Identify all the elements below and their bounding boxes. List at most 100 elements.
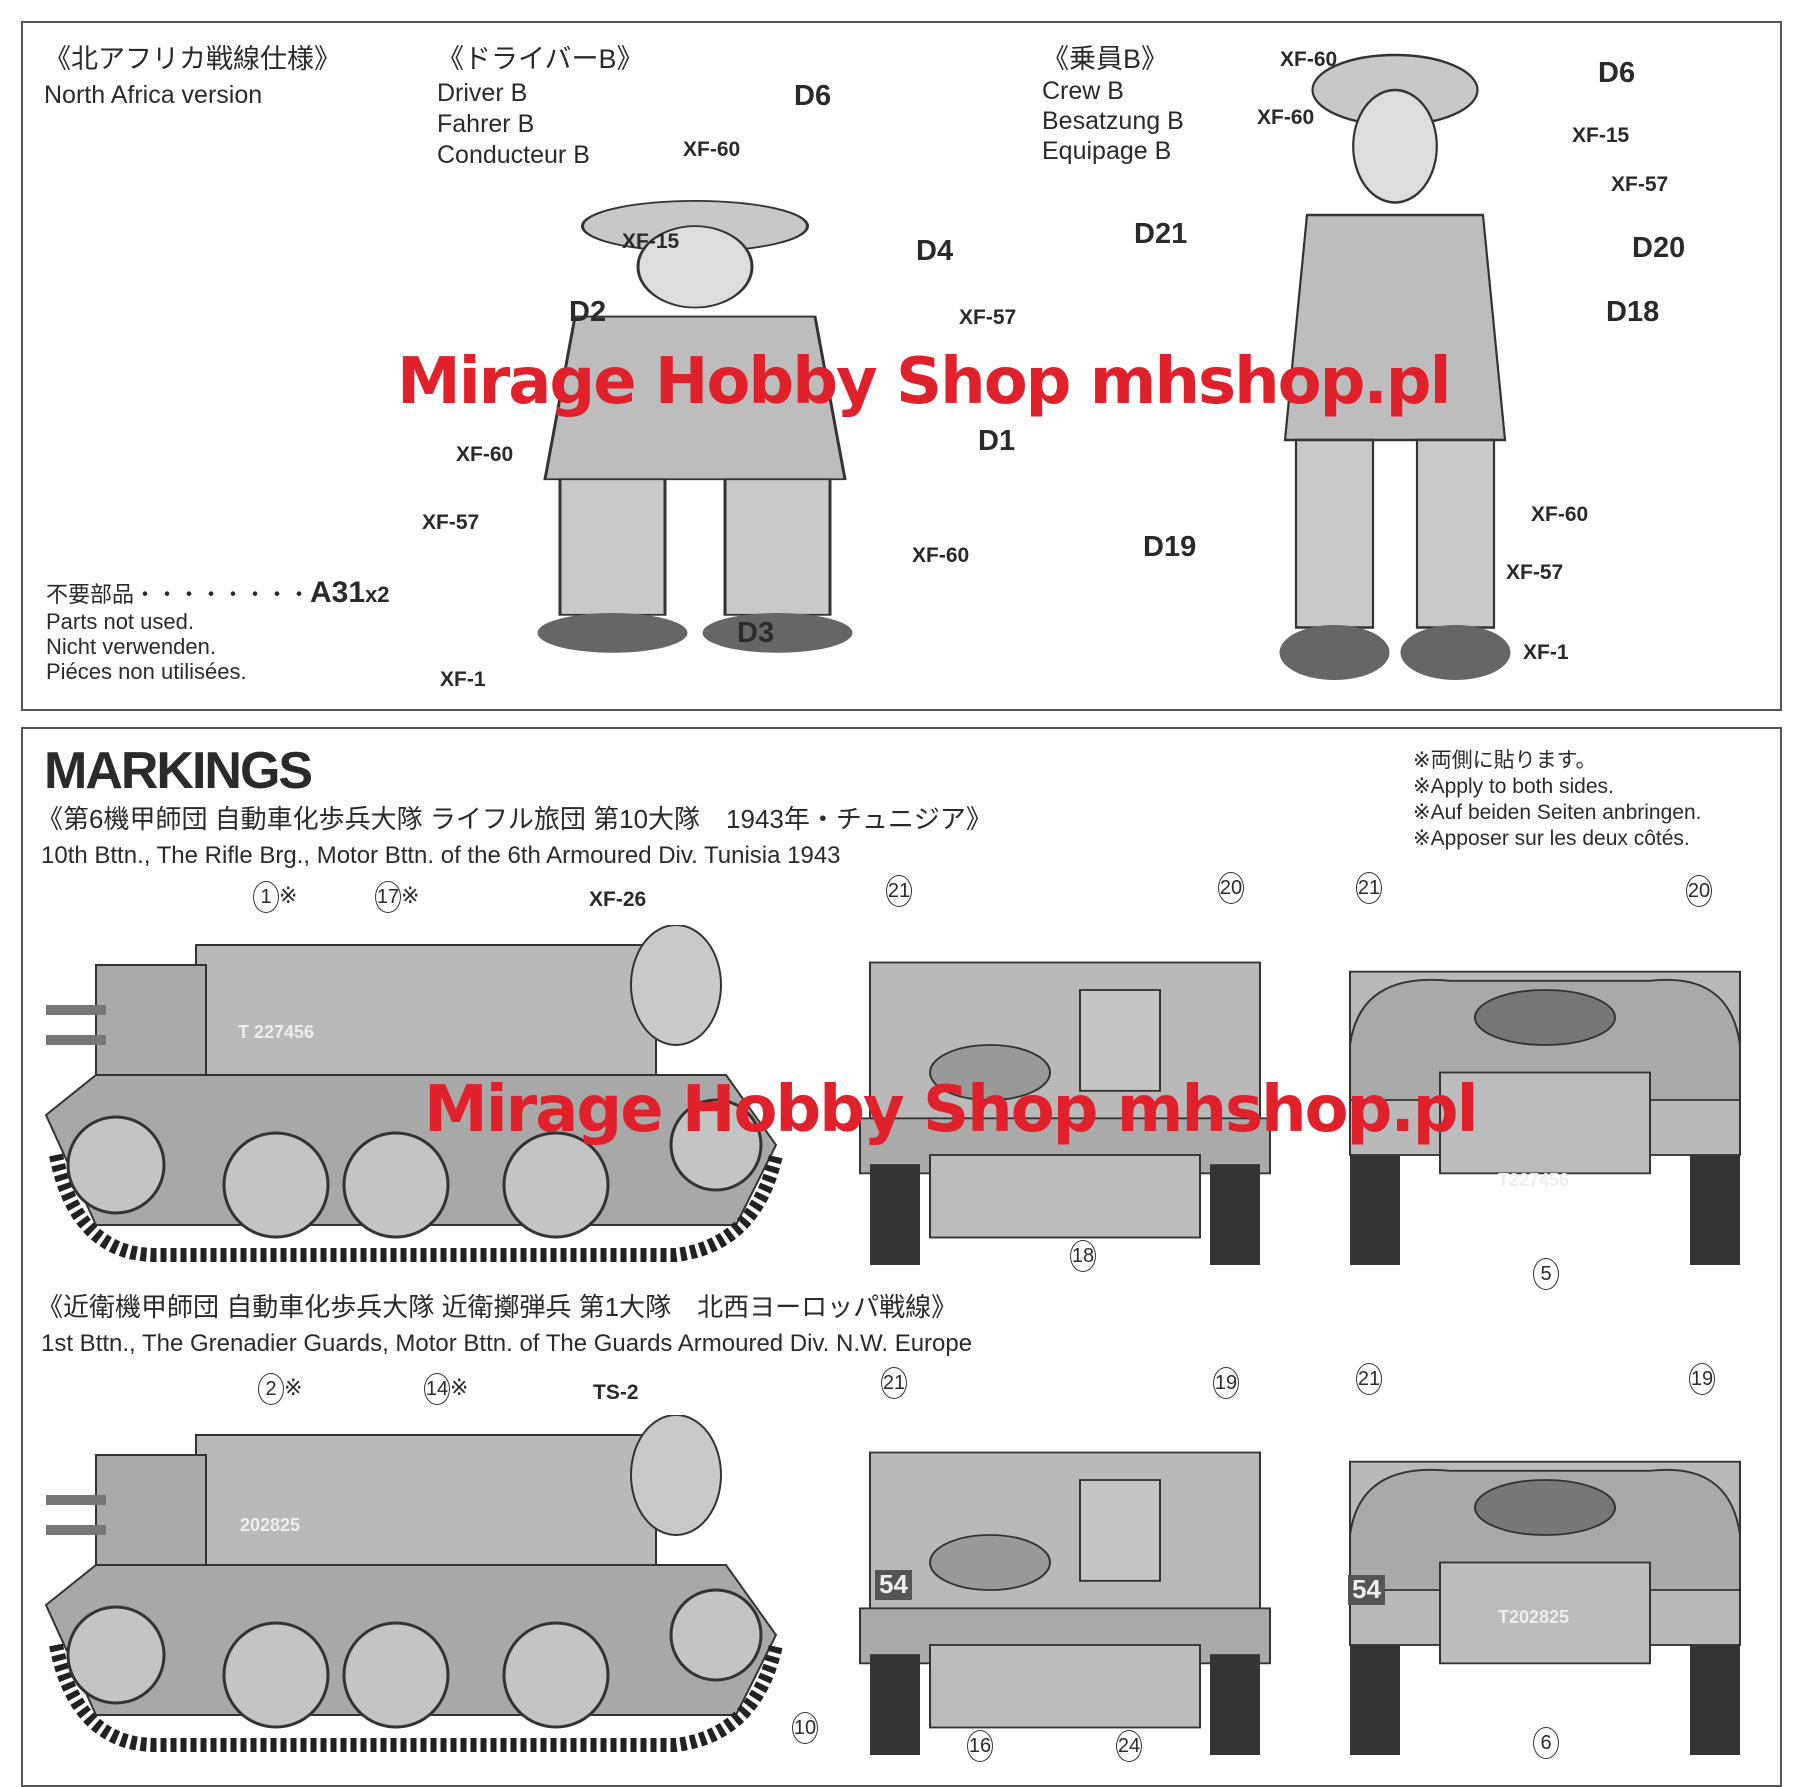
paint-label: XF-57 [1611, 173, 1669, 196]
paint-label: XF-15 [622, 230, 680, 253]
crew-en: Crew B [1042, 77, 1124, 105]
decal-number: 19 [1689, 1363, 1715, 1395]
paint-label: XF-1 [1523, 641, 1569, 664]
decal-callout: 16 [967, 1730, 993, 1762]
version-title-jp: 《北アフリカ戦線仕様》 [44, 44, 341, 74]
part-label: D1 [978, 425, 1016, 457]
note-en: ※Apply to both sides. [1413, 775, 1614, 798]
scheme2-rear-view [1330, 1425, 1760, 1755]
decal-number: 20 [1686, 875, 1712, 907]
decal-callout: 6 [1533, 1727, 1559, 1759]
figures-panel [21, 21, 1782, 711]
decal-number: 14 [424, 1373, 450, 1405]
scheme2-side-view [36, 1415, 796, 1755]
driver-fr: Conducteur B [437, 141, 590, 169]
watermark-top: Mirage Hobby Shop mhshop.pl [397, 345, 1451, 419]
crew-title-jp: 《乗員B》 [1042, 44, 1169, 74]
unused-en: Parts not used. [46, 609, 194, 634]
decal-callout: 20 [1218, 872, 1244, 904]
decal-callout: 24 [1116, 1730, 1142, 1762]
crew-fr: Equipage B [1042, 137, 1172, 165]
paint-label: XF-1 [440, 668, 486, 691]
both-sides-mark: ※ [450, 1375, 469, 1400]
paint-label: XF-57 [959, 306, 1017, 329]
unused-fr: Piéces non utilisées. [46, 659, 247, 684]
decal-callout: 21 [1356, 872, 1382, 904]
decal-number: 24 [1116, 1730, 1142, 1762]
decal-callout: 18 [1070, 1240, 1096, 1272]
scheme1-paint: XF-26 [589, 888, 647, 911]
scheme2-title-jp: 《近衛機甲師団 自動車化歩兵大隊 近衛擲弾兵 第1大隊 北西ヨーロッパ戦線》 [37, 1292, 958, 1322]
part-label: D6 [794, 80, 832, 112]
decal-callout: 17※ [375, 881, 419, 913]
driver-de: Fahrer B [437, 110, 535, 138]
part-label: D18 [1606, 296, 1660, 328]
decal-number: 18 [1070, 1240, 1096, 1272]
paint-label: XF-15 [1572, 124, 1630, 147]
markings-title: MARKINGS [44, 742, 313, 800]
decal-number: 21 [1356, 1363, 1382, 1395]
paint-label: XF-60 [456, 443, 514, 466]
decal-callout: 19 [1213, 1367, 1239, 1399]
driver-title-jp: 《ドライバーB》 [437, 44, 644, 74]
decal-number: 2 [258, 1373, 284, 1405]
scheme1-title-jp: 《第6機甲師団 自動車化歩兵大隊 ライフル旅団 第10大隊 1943年・チュニジ… [37, 804, 992, 834]
paint-label: XF-57 [422, 511, 480, 534]
decal-callout: 21 [881, 1367, 907, 1399]
both-sides-mark: ※ [401, 883, 420, 908]
watermark-bottom: Mirage Hobby Shop mhshop.pl [424, 1073, 1478, 1147]
part-label: D6 [1598, 57, 1636, 89]
unused-parts: 不要部品・・・・・・・・A31x2 [46, 576, 390, 611]
decal-callout: 5 [1533, 1258, 1559, 1290]
scheme1-serial: T 227456 [238, 1022, 315, 1042]
decal-number: 17 [375, 881, 401, 913]
both-sides-mark: ※ [284, 1375, 303, 1400]
note-de: ※Auf beiden Seiten anbringen. [1413, 801, 1702, 824]
part-label: D4 [916, 235, 954, 267]
decal-number: 5 [1533, 1258, 1559, 1290]
note-fr: ※Apposer sur les deux côtés. [1413, 827, 1690, 850]
version-title-en: North Africa version [44, 81, 263, 109]
scheme2-serial: 202825 [240, 1515, 301, 1535]
decal-callout: 2※ [258, 1373, 302, 1405]
paint-label: XF-60 [683, 138, 741, 161]
decal-number: 19 [1213, 1367, 1239, 1399]
decal-callout: 19 [1689, 1363, 1715, 1395]
decal-number: 1 [253, 881, 279, 913]
decal-number: 16 [967, 1730, 993, 1762]
driver-en: Driver B [437, 79, 528, 107]
scheme2-rear-serial: T202825 [1498, 1607, 1570, 1627]
paint-label: XF-57 [1506, 561, 1564, 584]
unused-part: A31 [310, 576, 366, 609]
note-jp: ※両側に貼ります。 [1413, 749, 1597, 772]
paint-label: XF-60 [1257, 106, 1315, 129]
unused-jp: 不要部品・・・・・・・・ [46, 582, 311, 607]
decal-number: 21 [1356, 872, 1382, 904]
apply-notes: ※両側に貼ります。 ※Apply to both sides. ※Auf bei… [1413, 748, 1701, 852]
crew-de: Besatzung B [1042, 107, 1184, 135]
paint-label: XF-60 [1280, 48, 1338, 71]
decal-callout: 1※ [253, 881, 297, 913]
scheme2-paint: TS-2 [593, 1381, 639, 1404]
both-sides-mark: ※ [279, 883, 298, 908]
scheme2-plate-front: 54 [875, 1569, 912, 1600]
part-label: D20 [1632, 232, 1686, 264]
decal-callout: 21 [886, 875, 912, 907]
decal-number: 6 [1533, 1727, 1559, 1759]
scheme2-title-en: 1st Bttn., The Grenadier Guards, Motor B… [41, 1330, 973, 1357]
part-label: D2 [569, 296, 607, 328]
unused-de: Nicht verwenden. [46, 634, 216, 659]
part-label: D3 [737, 617, 775, 649]
scheme1-title-en: 10th Bttn., The Rifle Brg., Motor Bttn. … [41, 842, 841, 869]
decal-callout: 14※ [424, 1373, 468, 1405]
decal-number: 20 [1218, 872, 1244, 904]
decal-number: 10 [792, 1712, 818, 1744]
paint-label: XF-60 [1531, 503, 1589, 526]
decal-callout: 20 [1686, 875, 1712, 907]
part-label: D21 [1134, 218, 1188, 250]
decal-callout: 10 [792, 1712, 818, 1744]
part-label: D19 [1143, 531, 1197, 563]
scheme1-rear-serial: T227456 [1498, 1170, 1570, 1190]
decal-callout: 21 [1356, 1363, 1382, 1395]
driver-figure [470, 190, 920, 660]
